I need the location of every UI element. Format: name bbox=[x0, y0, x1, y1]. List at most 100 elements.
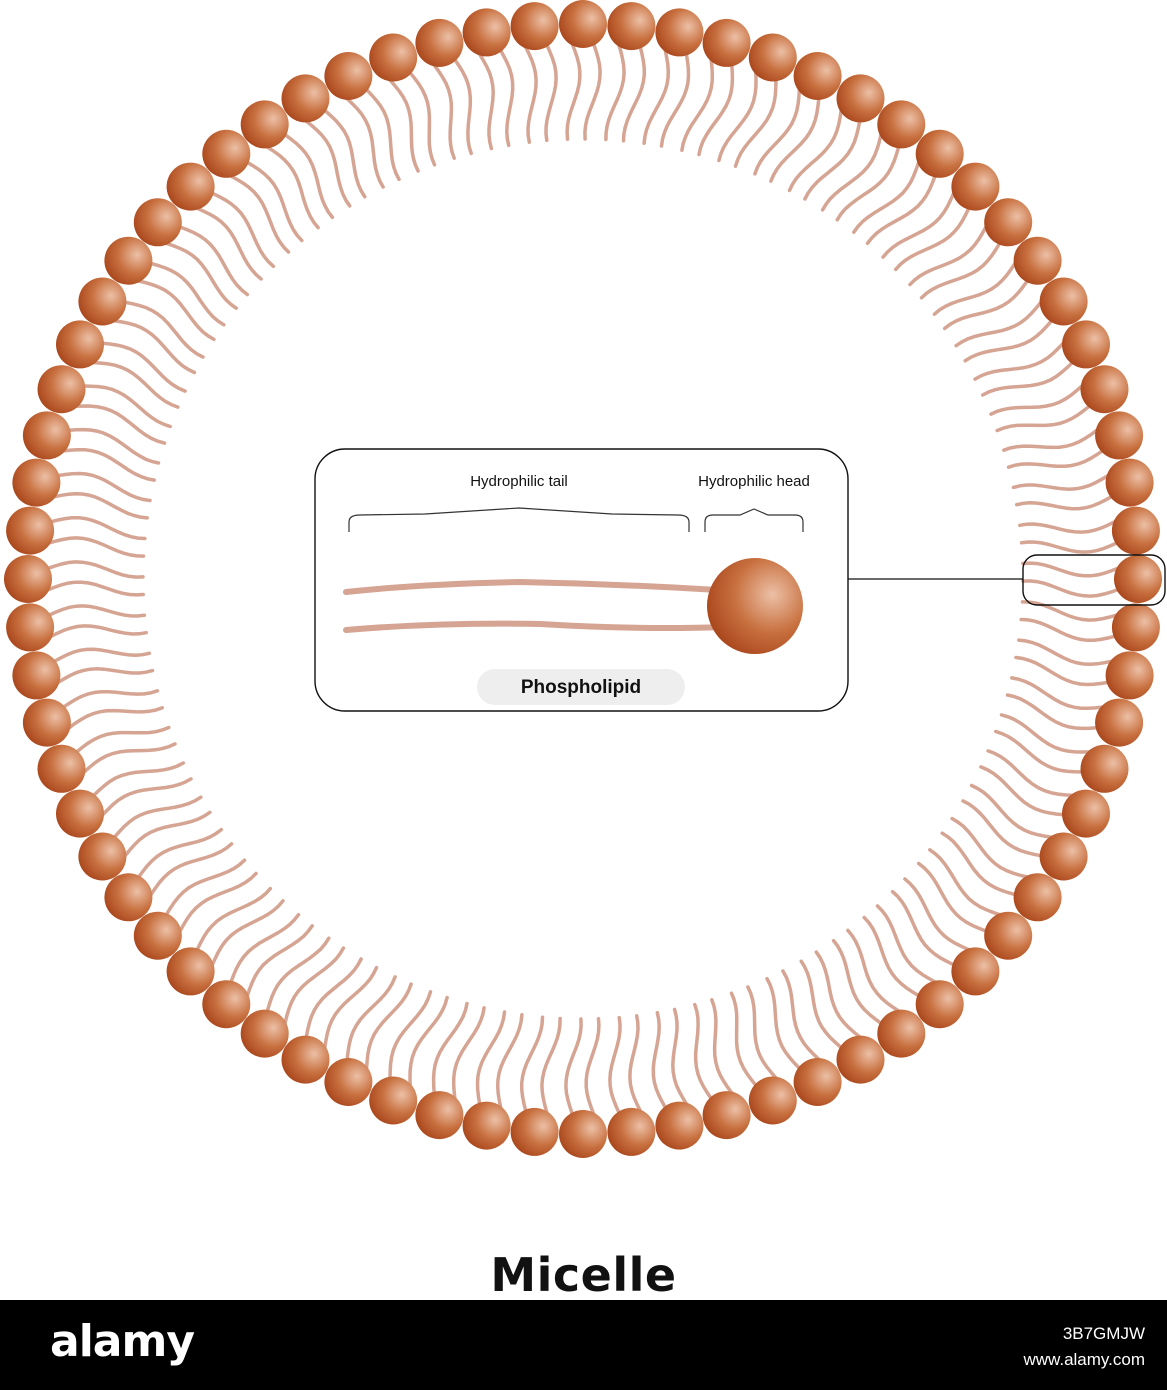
micelle-tail bbox=[178, 225, 250, 297]
micelle-tail bbox=[149, 261, 226, 327]
micelle-head bbox=[202, 980, 251, 1029]
micelle-tail bbox=[432, 63, 456, 160]
micelle-tail bbox=[769, 96, 821, 183]
micelle-tail bbox=[604, 43, 626, 142]
molecule-label-pill bbox=[477, 669, 685, 705]
micelle-tail bbox=[852, 160, 921, 234]
micelle-tail bbox=[345, 975, 397, 1062]
micelle-head bbox=[951, 162, 1000, 211]
micelle-tail bbox=[388, 78, 420, 173]
micelle-tail bbox=[820, 132, 883, 212]
diagram-title: Micelle bbox=[490, 1248, 677, 1302]
micelle-head bbox=[462, 1101, 511, 1150]
micelle-tail bbox=[1014, 655, 1110, 687]
micelle-tail bbox=[453, 57, 473, 156]
micelle-head bbox=[133, 911, 182, 960]
micelle-tail bbox=[963, 319, 1054, 363]
micelle-tail bbox=[304, 957, 363, 1039]
micelle-tail bbox=[245, 160, 304, 243]
micelle-head bbox=[4, 555, 52, 603]
micelle-tail bbox=[364, 982, 413, 1071]
micelle-head bbox=[1039, 277, 1088, 326]
micelle-tail bbox=[584, 1017, 601, 1116]
micelle-tail bbox=[136, 279, 216, 342]
inset-head bbox=[707, 558, 803, 654]
micelle-tail bbox=[621, 45, 647, 143]
micelle-tail bbox=[52, 647, 152, 664]
micelle-head bbox=[22, 411, 71, 460]
micelle-tail bbox=[229, 912, 301, 984]
micelle-head bbox=[655, 8, 704, 57]
micelle-tail bbox=[46, 560, 145, 579]
micelle-head bbox=[951, 947, 1000, 996]
micelle-tail bbox=[994, 729, 1084, 774]
micelle-head bbox=[702, 18, 751, 67]
phospholipid-inset: Hydrophilic tail Hydrophilic head Phosph… bbox=[314, 448, 849, 712]
micelle-head bbox=[415, 1091, 464, 1140]
micelle-head bbox=[559, 1110, 607, 1158]
micelle-tail bbox=[195, 206, 263, 281]
inset-tail-upper bbox=[343, 578, 721, 595]
micelle-head bbox=[510, 2, 559, 51]
micelle-tail bbox=[781, 969, 821, 1062]
micelle-tail bbox=[862, 915, 921, 998]
micelle-head bbox=[22, 698, 71, 747]
micelle-head bbox=[510, 1107, 559, 1156]
micelle-tail bbox=[564, 1017, 583, 1116]
micelle-tail bbox=[1010, 676, 1105, 711]
micelle-tail bbox=[608, 1015, 622, 1115]
micelle-head bbox=[655, 1101, 704, 1150]
micelle-head bbox=[324, 1058, 373, 1106]
micelle-tail bbox=[846, 928, 901, 1013]
micelle-tail bbox=[82, 384, 172, 429]
micelle-head bbox=[56, 320, 104, 369]
micelle-head bbox=[37, 365, 86, 414]
micelle-tail bbox=[799, 959, 843, 1050]
micelle-head bbox=[12, 651, 61, 700]
micelle-tail bbox=[265, 936, 331, 1013]
micelle-tail bbox=[746, 985, 778, 1080]
inset-tail-lower bbox=[343, 620, 727, 633]
micelle-tail bbox=[323, 965, 379, 1050]
micelle-tail bbox=[1021, 579, 1120, 598]
micelle-tail bbox=[1014, 494, 1114, 511]
micelle-head bbox=[1114, 555, 1162, 603]
micelle-head bbox=[1111, 603, 1160, 652]
micelle-head bbox=[202, 129, 251, 178]
micelle-head bbox=[748, 33, 797, 82]
micelle-tail bbox=[1019, 617, 1117, 643]
footer-bar: alamy 3B7GMJW www.alamy.com bbox=[0, 1300, 1167, 1390]
micelle-tail bbox=[733, 78, 778, 168]
micelle-head bbox=[281, 74, 330, 123]
micelle-tail bbox=[56, 471, 152, 503]
micelle-tail bbox=[831, 938, 883, 1026]
micelle-tail bbox=[1020, 600, 1119, 622]
micelle-tail bbox=[178, 871, 258, 933]
micelle-tail bbox=[49, 515, 147, 541]
micelle-tail bbox=[995, 404, 1092, 433]
micelle-tail bbox=[56, 667, 155, 685]
micelle-tail bbox=[753, 87, 802, 176]
micelle-tail bbox=[950, 816, 1030, 879]
micelle-tail bbox=[989, 384, 1084, 416]
tail-bracket bbox=[348, 507, 690, 532]
micelle-head bbox=[1039, 832, 1088, 881]
micelle-tail bbox=[973, 341, 1066, 381]
micelle-tail bbox=[1019, 540, 1119, 554]
micelle-tail bbox=[628, 1014, 643, 1113]
micelle-head bbox=[240, 100, 289, 149]
micelle-tail bbox=[91, 761, 186, 798]
micelle-tail bbox=[245, 924, 314, 998]
micelle-head bbox=[166, 947, 215, 996]
micelle-tail bbox=[1005, 693, 1099, 731]
micelle-head bbox=[877, 1009, 926, 1058]
micelle-tail bbox=[408, 70, 437, 167]
micelle-tail bbox=[67, 427, 161, 465]
micelle-head bbox=[1080, 365, 1129, 414]
micelle-tail bbox=[659, 52, 691, 148]
micelle-tail bbox=[642, 48, 671, 145]
micelle-head bbox=[1095, 698, 1144, 747]
micelle-tail bbox=[565, 42, 582, 141]
micelle-tail bbox=[283, 132, 335, 220]
micelle-head bbox=[78, 277, 127, 326]
